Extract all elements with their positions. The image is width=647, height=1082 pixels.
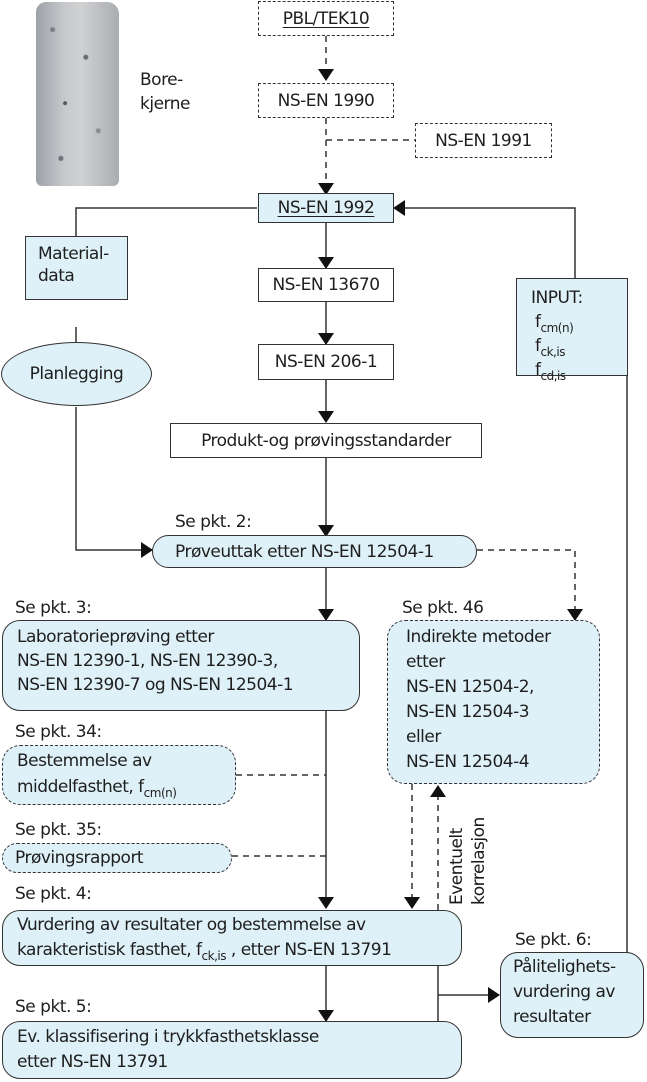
node-provingsrapport-label: Prøvingsrapport	[15, 848, 144, 868]
node-ns-en-13670-label: NS-EN 13670	[272, 275, 380, 295]
node-pbl-tek10-label: PBL/TEK10	[282, 8, 370, 29]
input-list: fcm(n) fck,is fcd,is	[531, 313, 627, 385]
node-produkt-standarder[interactable]: Produkt-og prøvingsstandarder	[170, 423, 482, 458]
ref-pkt-34: Se pkt. 34:	[15, 722, 102, 742]
bore-core-image	[36, 2, 119, 186]
indirekte-line: NS-EN 12504-2,	[406, 677, 534, 697]
input-item-base: f	[535, 336, 541, 356]
node-materialdata-line1: Material-	[38, 244, 109, 264]
ref-pkt-2: Se pkt. 2:	[175, 512, 252, 532]
indirekte-line: NS-EN 12504-3	[406, 702, 530, 722]
node-proveuttak[interactable]: Prøveuttak etter NS-EN 12504-1	[152, 535, 477, 568]
node-ns-en-1991[interactable]: NS-EN 1991	[415, 123, 552, 158]
input-item-fck: fck,is	[535, 337, 627, 361]
arrow-planlegging-to-proveuttak	[75, 407, 153, 558]
ref-pkt-46: Se pkt. 46	[402, 598, 484, 618]
node-materialdata[interactable]: Material- data	[25, 236, 128, 300]
klassifisering-line: etter NS-EN 13791	[17, 1052, 168, 1072]
input-item-base: f	[535, 312, 541, 332]
input-item-base: f	[535, 360, 541, 380]
palitelighet-line: resultater	[513, 1007, 591, 1027]
input-item-sub: cd,is	[540, 369, 567, 383]
lab-line: NS-EN 12390-7 og NS-EN 12504-1	[17, 675, 294, 695]
input-title: INPUT:	[531, 288, 583, 308]
node-pbl-tek10[interactable]: PBL/TEK10	[258, 1, 394, 36]
node-produkt-standarder-label: Produkt-og prøvingsstandarder	[201, 430, 451, 451]
arrow-input-to-1992	[393, 200, 576, 278]
arrow-proveuttak-to-indirekte	[477, 549, 583, 621]
node-ns-en-206-1[interactable]: NS-EN 206-1	[258, 344, 394, 380]
node-klassifisering[interactable]: Ev. klassifisering i trykkfasthetsklasse…	[2, 1021, 462, 1079]
node-indirekte-metoder[interactable]: Indirekte metoder etter NS-EN 12504-2, N…	[387, 620, 600, 784]
node-proveuttak-label: Prøveuttak etter NS-EN 12504-1	[175, 541, 434, 562]
line-1992-to-material	[75, 207, 257, 248]
bestemmelse-line2: middelfasthet, fcm(n)	[17, 774, 235, 806]
ref-pkt-6: Se pkt. 6:	[515, 930, 592, 950]
node-ns-en-13670[interactable]: NS-EN 13670	[258, 268, 394, 302]
ref-pkt-5: Se pkt. 5:	[15, 997, 92, 1017]
node-palitelighetsvurdering[interactable]: Pålitelighets- vurdering av resultater	[500, 952, 644, 1038]
node-ns-en-1992-label: NS-EN 1992	[277, 198, 375, 218]
node-ns-en-1991-label: NS-EN 1991	[435, 130, 532, 151]
palitelighet-line: Pålitelighets-	[513, 957, 616, 977]
bestemmelse-sub: cm(n)	[143, 786, 177, 800]
input-item-fcm: fcm(n)	[535, 313, 627, 337]
indirekte-line: etter	[406, 652, 445, 672]
node-vurdering[interactable]: Vurdering av resultater og bestemmelse a…	[2, 910, 462, 966]
lab-line: NS-EN 12390-1, NS-EN 12390-3,	[17, 651, 278, 671]
vurdering-line2: karakteristisk fasthet, fck,is , etter N…	[17, 938, 461, 969]
bore-core-label-line1: Bore-	[140, 70, 183, 90]
node-provingsrapport[interactable]: Prøvingsrapport	[2, 843, 232, 873]
bore-core-label-line2: kjerne	[140, 94, 190, 114]
node-ns-en-1990[interactable]: NS-EN 1990	[258, 83, 394, 118]
ref-pkt-3: Se pkt. 3:	[15, 598, 92, 618]
korrelasjon-line2: korrelasjon	[469, 817, 489, 905]
lab-line: Laboratorieprøving etter	[17, 627, 214, 647]
palitelighet-line: vurdering av	[513, 982, 615, 1002]
node-ns-en-1990-label: NS-EN 1990	[277, 90, 375, 111]
bestemmelse-line1: Bestemmelse av	[17, 751, 152, 771]
vurdering-line2-end: , etter NS-EN 13791	[225, 940, 392, 960]
input-item-fcd: fcd,is	[535, 361, 627, 385]
vurdering-line2-text: karakteristisk fasthet, f	[17, 940, 202, 960]
indirekte-line: Indirekte metoder	[406, 627, 551, 647]
node-laboratorieproving[interactable]: Laboratorieprøving etter NS-EN 12390-1, …	[2, 620, 360, 711]
korrelasjon-line1: Eventuelt	[447, 828, 467, 905]
bore-core-label: Bore- kjerne	[140, 68, 190, 116]
node-bestemmelse-middelfasthet[interactable]: Bestemmelse av middelfasthet, fcm(n)	[2, 745, 236, 805]
input-item-sub: cm(n)	[540, 321, 574, 335]
node-input[interactable]: INPUT: fcm(n) fck,is fcd,is	[516, 278, 628, 383]
node-ns-en-1992[interactable]: NS-EN 1992	[258, 193, 394, 223]
bestemmelse-line2-text: middelfasthet, f	[17, 777, 144, 797]
node-materialdata-line2: data	[38, 266, 75, 286]
ref-pkt-35: Se pkt. 35:	[15, 820, 102, 840]
vurdering-sub: ck,is	[201, 949, 227, 963]
input-item-sub: ck,is	[540, 345, 566, 359]
node-ns-en-206-1-label: NS-EN 206-1	[274, 352, 378, 372]
indirekte-line: eller	[406, 727, 441, 747]
node-planlegging[interactable]: Planlegging	[1, 342, 152, 406]
korrelasjon-label: Eventuelt korrelasjon	[446, 817, 490, 905]
node-planlegging-label: Planlegging	[29, 364, 124, 384]
klassifisering-line: Ev. klassifisering i trykkfasthetsklasse	[17, 1027, 319, 1047]
indirekte-line: NS-EN 12504-4	[406, 752, 530, 772]
vurdering-line1: Vurdering av resultater og bestemmelse a…	[17, 915, 366, 935]
ref-pkt-4: Se pkt. 4:	[15, 884, 92, 904]
